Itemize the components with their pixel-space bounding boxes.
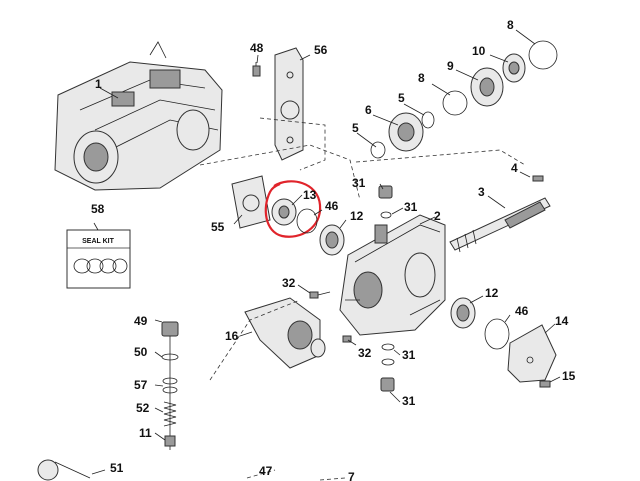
bolt-48 [252, 62, 261, 77]
callout-47: 47 [259, 464, 273, 478]
callout-2: 2 [434, 209, 441, 223]
callout-14: 14 [555, 314, 569, 328]
callout-55: 55 [211, 220, 225, 234]
callout-1: 1 [95, 77, 102, 91]
callout-46-upper: 46 [325, 199, 339, 213]
callout-31-right: 31 [404, 200, 418, 214]
seal-kit-rings [73, 258, 128, 274]
callout-11: 11 [139, 426, 152, 440]
part-13 [271, 198, 297, 226]
fitting-51 [37, 459, 91, 481]
oring-46-upper [296, 208, 318, 234]
callout-5-top: 5 [398, 91, 405, 105]
callout-5-mid: 5 [352, 121, 359, 135]
callout-4: 4 [511, 161, 518, 175]
oring-46-lower [484, 318, 510, 350]
callout-7: 7 [348, 470, 355, 481]
bolt-32-upper [309, 291, 331, 299]
washer-31-lower [381, 343, 395, 351]
washer-31-lower-b [381, 358, 395, 366]
callout-6: 6 [365, 103, 372, 117]
callout-46-lower: 46 [515, 304, 529, 318]
callout-3: 3 [478, 185, 485, 199]
leader-lines [91, 29, 561, 475]
bolt-15 [539, 380, 551, 388]
callout-32-lower: 32 [358, 346, 372, 360]
seal-12-upper [319, 224, 345, 256]
callout-57: 57 [134, 378, 148, 392]
cover-14 [507, 324, 557, 383]
upper-right-bearings [370, 40, 558, 159]
leader-7 [319, 477, 346, 481]
callout-13: 13 [303, 188, 317, 202]
shaft-3 [449, 197, 551, 253]
callout-50: 50 [134, 345, 148, 359]
callout-12-upper: 12 [350, 209, 364, 223]
leader-47 [246, 469, 276, 479]
seal-kit-label: SEAL KIT [82, 238, 114, 245]
seal-kit-box: SEAL KIT [66, 229, 131, 289]
housing-2 [339, 214, 446, 336]
callout-15: 15 [562, 369, 576, 383]
callout-49: 49 [134, 314, 148, 328]
callout-8-top: 8 [507, 18, 514, 32]
highlight-circle [264, 180, 322, 238]
callout-8-mid: 8 [418, 71, 425, 85]
callout-31-bottom: 31 [402, 394, 416, 408]
callout-58: 58 [91, 202, 105, 216]
part-16 [209, 297, 326, 381]
plug-31-bottom [380, 377, 395, 392]
plate-56 [259, 47, 326, 171]
callout-56: 56 [314, 43, 328, 57]
relief-valve-stack [161, 321, 179, 450]
callout-51: 51 [110, 461, 124, 475]
callout-16: 16 [225, 329, 239, 343]
callout-48: 48 [250, 41, 264, 55]
seal-12-lower [450, 297, 476, 329]
bolt-32-lower [342, 335, 352, 343]
callout-10: 10 [472, 44, 486, 58]
callout-31-top: 31 [352, 176, 366, 190]
callout-31-lower: 31 [402, 348, 416, 362]
dashed-outline-left [199, 144, 361, 201]
pump-assembly [54, 41, 223, 191]
callout-labels: 1 48 56 8 10 9 8 5 6 5 4 3 58 55 13 46 1… [91, 18, 576, 481]
callout-32-upper: 32 [282, 276, 296, 290]
key-4 [532, 175, 544, 182]
callout-52: 52 [136, 401, 150, 415]
callout-9: 9 [447, 59, 454, 73]
callout-12-lower: 12 [485, 286, 499, 300]
dashed-outline-top [355, 149, 526, 166]
plug-31-top [378, 185, 393, 219]
